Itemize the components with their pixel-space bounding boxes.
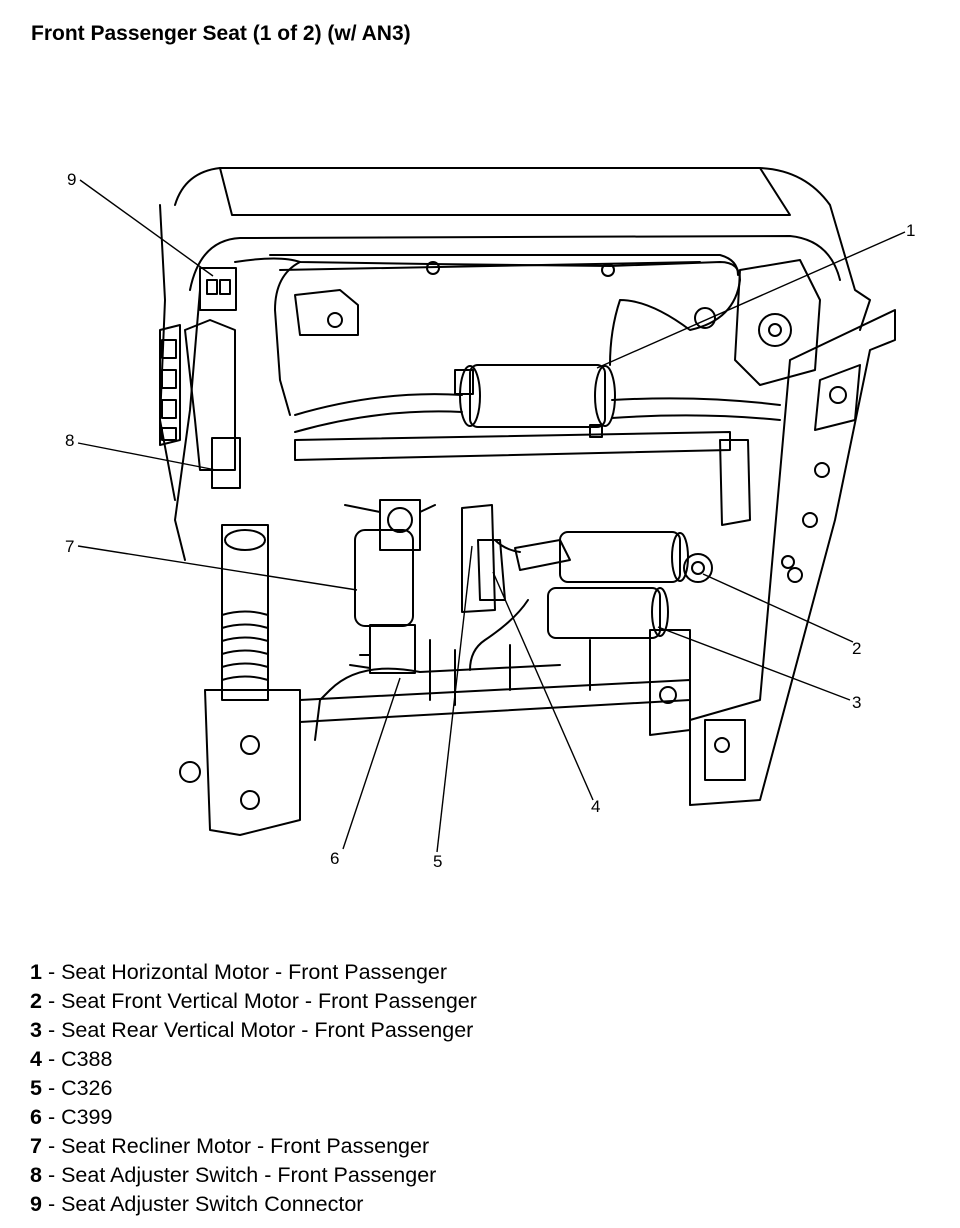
leader-line-5 [436,545,473,853]
rear-vertical-motor-shape [547,587,661,639]
legend-item: 4 - C388 [30,1047,113,1071]
horizontal-motor-shape [469,364,606,428]
legend-item: 3 - Seat Rear Vertical Motor - Front Pas… [30,1018,474,1042]
bottom-rail [299,679,691,723]
leader-line-8 [77,442,217,471]
legend-item: 7 - Seat Recliner Motor - Front Passenge… [30,1134,430,1158]
legend-item: 5 - C326 [30,1076,113,1100]
callout-9: 9 [67,170,76,189]
seat-top-rail [219,167,791,216]
callout-3: 3 [852,693,861,712]
leader-line-1 [596,231,906,369]
right-side-rail [689,309,896,806]
left-lower-bracket [204,689,301,836]
cross-tube-upper [294,393,781,416]
legend-list: 1 - Seat Horizontal Motor - Front Passen… [30,958,477,1219]
switch-connector-shape [199,267,237,311]
leader-line-3 [657,626,851,701]
leader-line-9 [79,179,214,277]
adjuster-switch-shape [211,437,241,489]
seat-diagram: 1 2 3 4 5 6 7 8 9 [65,167,915,871]
callout-8: 8 [65,431,74,450]
callout-4: 4 [591,797,600,816]
wiring-harness [234,257,741,366]
callout-5: 5 [433,852,442,871]
left-side-bracket [184,319,236,471]
page-title: Front Passenger Seat (1 of 2) (w/ AN3) [31,22,411,45]
callout-6: 6 [330,849,339,868]
seat-inner-frame [189,235,841,291]
callout-2: 2 [852,639,861,658]
leader-line-7 [77,545,358,591]
legend-item: 9 - Seat Adjuster Switch Connector [30,1192,364,1216]
cross-tube-lower [294,431,731,461]
leader-line-6 [342,677,401,850]
front-vertical-motor-shape [559,531,681,583]
leader-line-2 [702,573,854,643]
callout-7: 7 [65,537,74,556]
recliner-motor-shape [354,529,414,627]
legend-item: 6 - C399 [30,1105,113,1129]
legend-item: 2 - Seat Front Vertical Motor - Front Pa… [30,989,477,1013]
callout-1: 1 [906,221,915,240]
c326-connector-shape [461,504,496,613]
legend-item: 1 - Seat Horizontal Motor - Front Passen… [30,960,448,984]
seat-outer-frame [174,167,871,331]
c399-connector-shape [369,624,416,674]
leader-line-4 [492,571,594,801]
legend-item: 8 - Seat Adjuster Switch - Front Passeng… [30,1163,437,1187]
